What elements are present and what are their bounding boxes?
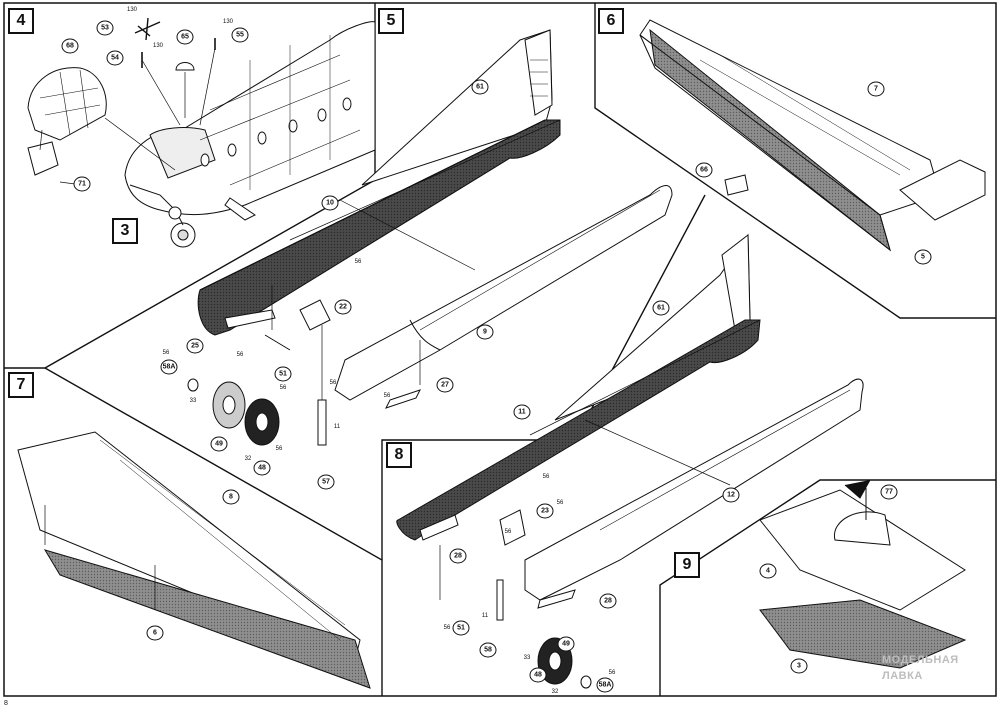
- label-56: 56: [275, 446, 283, 452]
- label-56: 56: [279, 385, 287, 391]
- callout-61: 61: [471, 79, 489, 95]
- step-3-label: 3: [112, 218, 138, 244]
- callout-5: 5: [914, 249, 932, 265]
- label-11: 11: [333, 424, 341, 430]
- callout-23: 23: [536, 503, 554, 519]
- callout-58a: 58A: [160, 359, 178, 375]
- step-8-label: 8: [386, 442, 412, 468]
- label-56: 56: [556, 500, 564, 506]
- callout-53: 53: [96, 20, 114, 36]
- callout-77: 77: [880, 484, 898, 500]
- wing-7: [17, 431, 371, 689]
- callout-12: 12: [722, 487, 740, 503]
- callout-8: 8: [222, 489, 240, 505]
- callout-3: 3: [790, 658, 808, 674]
- label-56: 56: [504, 529, 512, 535]
- callout-49b: 49: [557, 636, 575, 652]
- label-32: 32: [551, 689, 559, 695]
- callout-71: 71: [73, 176, 91, 192]
- callout-49: 49: [210, 436, 228, 452]
- callout-9: 9: [476, 324, 494, 340]
- label-56: 56: [542, 474, 550, 480]
- step-7-label: 7: [8, 372, 34, 398]
- callout-10: 10: [321, 195, 339, 211]
- watermark-line1: МОДЕЛЬНАЯ: [882, 654, 959, 666]
- label-130: 130: [222, 19, 234, 25]
- label-56: 56: [383, 393, 391, 399]
- label-130: 130: [152, 43, 164, 49]
- callout-58: 58: [479, 642, 497, 658]
- section-dividers: [4, 3, 996, 696]
- callout-51: 51: [274, 366, 292, 382]
- callout-22: 22: [334, 299, 352, 315]
- callout-58a-b: 58A: [596, 677, 614, 693]
- callout-28b: 28: [599, 593, 617, 609]
- fuselage-half-5: [187, 29, 673, 446]
- label-56: 56: [608, 670, 616, 676]
- callout-28a: 28: [449, 548, 467, 564]
- callout-55: 55: [231, 27, 249, 43]
- callout-6: 6: [146, 625, 164, 641]
- callout-25: 25: [186, 338, 204, 354]
- center-section-9: [759, 479, 967, 669]
- page-number: 8: [4, 700, 8, 706]
- section5-leaders: [271, 119, 561, 400]
- callout-68: 68: [61, 38, 79, 54]
- label-56: 56: [443, 625, 451, 631]
- callout-57: 57: [317, 474, 335, 490]
- label-11: 11: [481, 613, 489, 619]
- callout-7: 7: [867, 81, 885, 97]
- fuselage-half-8: [396, 233, 864, 689]
- callout-48: 48: [253, 460, 271, 476]
- callout-4: 4: [759, 563, 777, 579]
- label-33: 33: [523, 655, 531, 661]
- callout-66: 66: [695, 162, 713, 178]
- step-9-label: 9: [674, 552, 700, 578]
- section8-leaders: [439, 319, 761, 600]
- callout-11: 11: [513, 404, 531, 420]
- callout-27: 27: [436, 377, 454, 393]
- watermark-line2: ЛАВКА: [882, 670, 923, 682]
- label-56: 56: [329, 380, 337, 386]
- label-32: 32: [244, 456, 252, 462]
- callout-65: 65: [176, 29, 194, 45]
- label-130: 130: [126, 7, 138, 13]
- fuselage-drawing: [27, 17, 376, 248]
- label-56: 56: [354, 259, 362, 265]
- callout-54: 54: [106, 50, 124, 66]
- label-56: 56: [236, 352, 244, 358]
- wing-6: [639, 19, 986, 252]
- step-6-label: 6: [598, 8, 624, 34]
- section4-leaders: [39, 47, 216, 185]
- step-4-label: 4: [8, 8, 34, 34]
- outer-frame: [3, 2, 997, 697]
- label-56: 56: [162, 350, 170, 356]
- callout-61b: 61: [652, 300, 670, 316]
- step-5-label: 5: [378, 8, 404, 34]
- label-33: 33: [189, 398, 197, 404]
- callout-51b: 51: [452, 620, 470, 636]
- callout-48b: 48: [529, 667, 547, 683]
